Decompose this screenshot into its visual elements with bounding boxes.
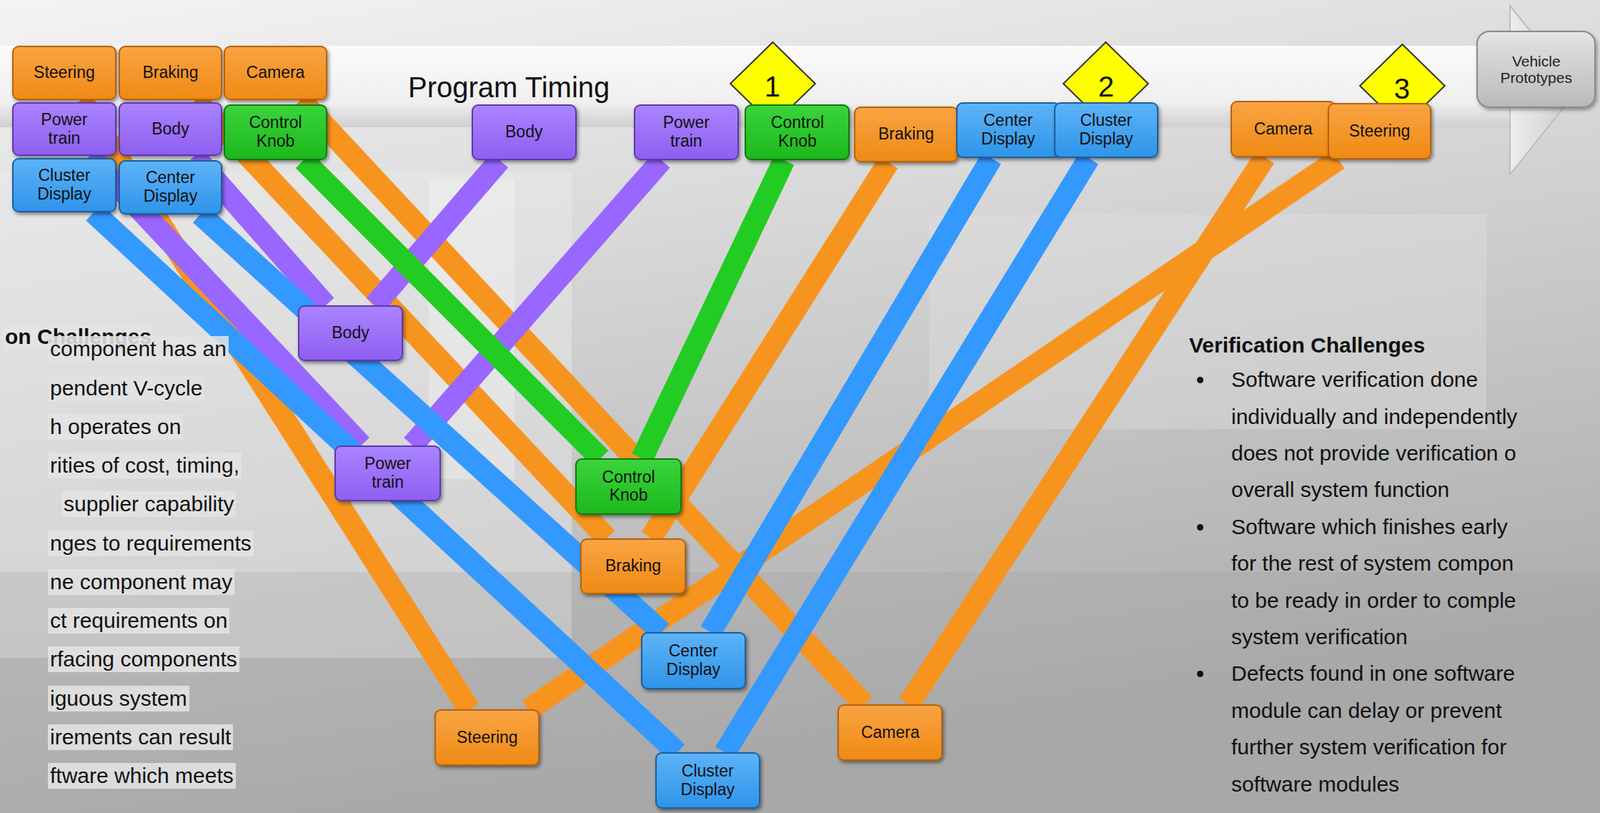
bullet-text: nges to requirements (47, 530, 254, 556)
timeline-title: Program Timing (408, 72, 610, 102)
bullet-text: module can delay or prevent (1231, 697, 1503, 724)
bullet-text: Software which finishes early (1231, 513, 1508, 540)
box-label: Steering (1339, 122, 1420, 141)
bullet-text: ftware which meets (47, 762, 236, 789)
section-heading: Verification Challenges (1189, 332, 1425, 359)
component-box: Steering (12, 45, 117, 101)
bullet-text: to be ready in order to comple (1231, 587, 1517, 614)
bullet-dot (1196, 376, 1204, 384)
bullet-text: rities of cost, timing, (47, 452, 242, 479)
component-box: Center Display (118, 160, 223, 215)
box-label: Camera (235, 63, 316, 83)
bullet-text: individually and independently (1231, 403, 1518, 430)
bullet-text: for the rest of system compon (1231, 550, 1514, 576)
bullet-text: component has an (47, 335, 229, 362)
bullet-text: further system verification for (1231, 733, 1507, 760)
box-label: Center Display (968, 111, 1049, 149)
component-box: Power train (334, 445, 441, 502)
bullet-text: h operates on (47, 413, 183, 440)
box-label: Steering (447, 728, 528, 747)
box-label: Braking (130, 63, 211, 83)
component-box: Steering (434, 708, 540, 766)
component-box: Center Display (956, 102, 1061, 159)
box-label: Cluster Display (1066, 111, 1147, 149)
timeline-band (300, 100, 864, 704)
box-label: Steering (24, 63, 105, 83)
box-label: Control Knob (235, 113, 316, 151)
component-box: Camera (223, 45, 329, 101)
component-box: Control Knob (575, 458, 682, 515)
box-label: Control Knob (588, 468, 669, 506)
callout-number: 3 (1394, 74, 1410, 103)
box-label: Center Display (130, 168, 211, 206)
box-label: Center Display (653, 641, 734, 679)
timeline-band (710, 157, 992, 632)
bullet-text: ct requirements on (47, 607, 230, 634)
component-box: Control Knob (744, 104, 850, 161)
component-box: Body (471, 104, 577, 161)
callout-number: 1 (764, 72, 781, 101)
component-box: Control Knob (223, 104, 329, 161)
component-box: Steering (1327, 102, 1433, 160)
box-label: Power train (646, 113, 727, 151)
box-label: Camera (850, 723, 931, 742)
component-box: Camera (837, 703, 943, 761)
component-box: Center Display (641, 631, 747, 689)
box-label: Body (483, 122, 564, 142)
bullet-text: rfacing components (47, 646, 240, 672)
box-label: Power train (24, 110, 105, 148)
bullet-text: system verification (1231, 623, 1408, 650)
box-label: Power train (348, 454, 429, 492)
vehicle-prototypes-box: Vehicle Prototypes (1476, 30, 1596, 109)
box-label: Body (310, 323, 391, 343)
bullet-text: overall system function (1231, 476, 1450, 503)
bullet-text: Defects found in one software (1231, 660, 1515, 687)
bullet-text: iguous system (47, 685, 190, 712)
bullet-dot (1196, 670, 1204, 677)
bullet-text: Software verification done (1231, 366, 1478, 393)
box-label: Vehicle Prototypes (1486, 52, 1587, 87)
component-box: Camera (1230, 100, 1336, 158)
component-box: Body (118, 102, 223, 157)
component-box: Power train (633, 104, 739, 161)
bullet-text: irements can result (47, 723, 233, 750)
component-box: Braking (118, 45, 223, 101)
component-box: Cluster Display (1054, 102, 1159, 159)
box-label: Camera (1243, 120, 1324, 139)
bullet-dot (1196, 523, 1204, 531)
component-box: Braking (580, 538, 686, 595)
component-box: Braking (853, 106, 959, 163)
component-box: Cluster Display (655, 751, 761, 809)
component-box: Body (297, 305, 404, 362)
box-label: Cluster Display (667, 761, 748, 799)
bullet-text: supplier capability (61, 490, 236, 517)
bullet-text: does not provide verification o (1231, 440, 1517, 466)
component-box: Power train (12, 102, 117, 157)
component-box: Cluster Display (12, 157, 117, 213)
bullet-text: software modules (1231, 771, 1400, 797)
ground-shade (0, 571, 1600, 813)
bullet-text: pendent V-cycle (47, 375, 205, 401)
box-label: Braking (866, 125, 947, 144)
box-label: Body (130, 120, 211, 139)
timeline-band (90, 155, 362, 445)
bullet-text: ne component may (47, 568, 235, 595)
box-label: Cluster Display (24, 166, 105, 204)
timeline-band (724, 157, 1089, 752)
timeline-band (908, 157, 1265, 704)
callout-number: 2 (1098, 72, 1115, 101)
box-label: Braking (593, 556, 674, 576)
box-label: Control Knob (757, 113, 838, 151)
timeline-band (641, 160, 784, 459)
